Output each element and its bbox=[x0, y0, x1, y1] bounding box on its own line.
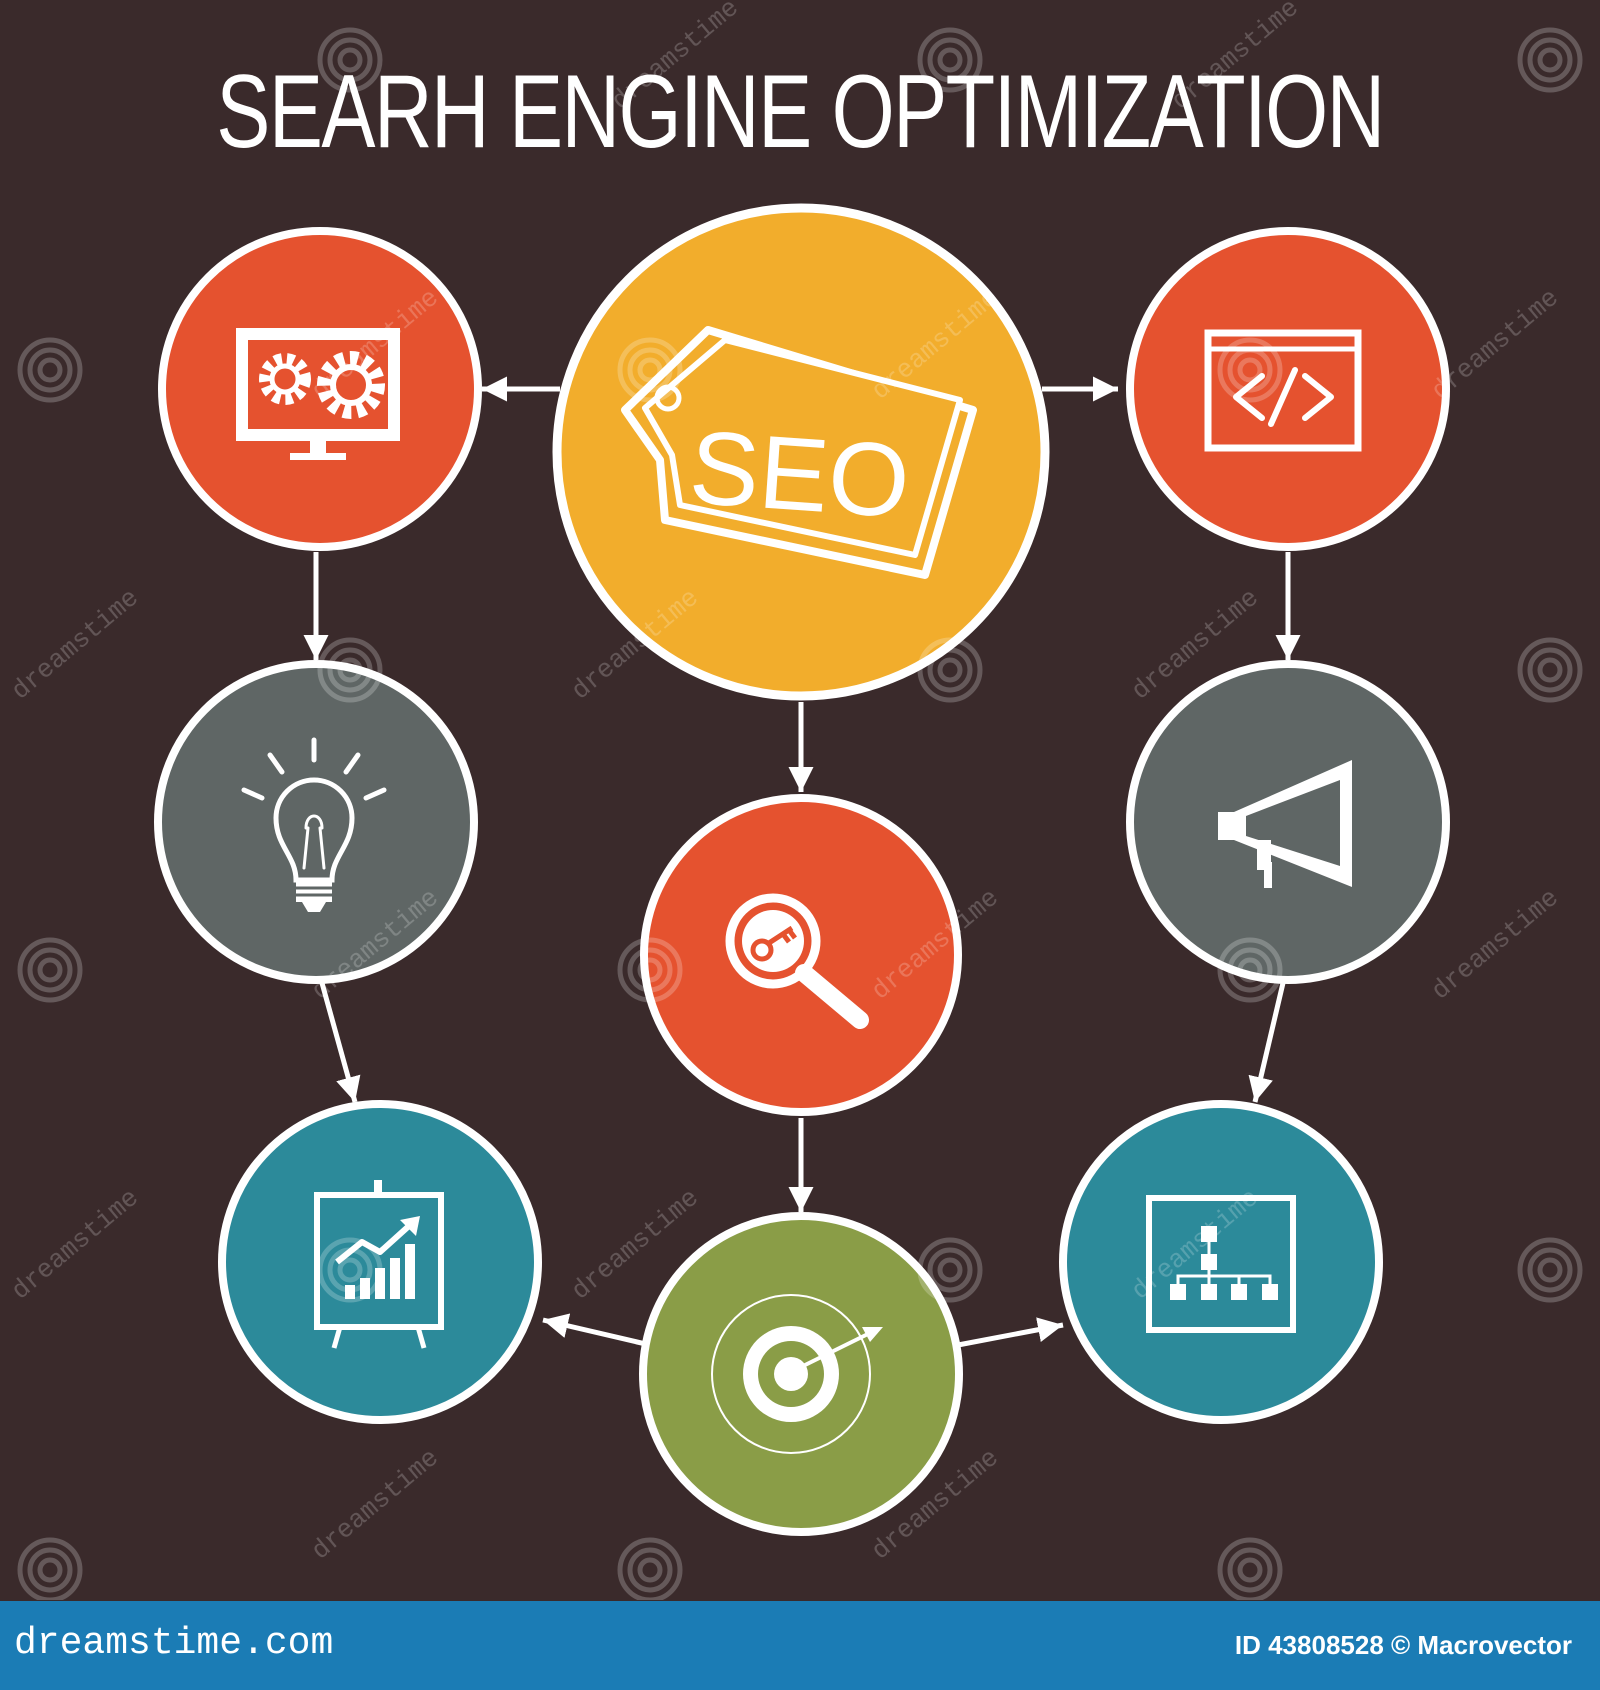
gears-monitor-icon bbox=[236, 328, 400, 460]
seo-label: SEO bbox=[686, 409, 913, 540]
watermark-spiral-icon bbox=[1517, 1237, 1583, 1303]
watermark-spiral-icon bbox=[317, 27, 383, 93]
watermark-text: dreamstime bbox=[306, 1443, 445, 1566]
watermark-text: dreamstime bbox=[6, 583, 145, 706]
light-bulb-icon bbox=[241, 737, 387, 912]
arrow-target-to-analytics bbox=[542, 1313, 651, 1348]
node-analytics bbox=[218, 1100, 542, 1424]
diagram-title: SEARH ENGINE OPTIMIZATION bbox=[216, 54, 1385, 170]
seo-tag-icon: SEO bbox=[621, 326, 977, 579]
node-idea bbox=[154, 660, 478, 984]
watermark-spiral-icon bbox=[917, 637, 983, 703]
node-target bbox=[639, 1212, 963, 1536]
watermark-spiral-icon bbox=[1517, 637, 1583, 703]
watermark-spiral-icon bbox=[17, 337, 83, 403]
watermark-text: dreamstime bbox=[1426, 883, 1565, 1006]
node-keyword-search-circle bbox=[640, 794, 962, 1116]
growth-chart-board-icon bbox=[314, 1180, 444, 1349]
watermark-spiral-icon bbox=[1217, 1537, 1283, 1600]
watermark-spiral-icon bbox=[317, 1237, 383, 1303]
watermark-spiral-icon bbox=[1517, 27, 1583, 93]
watermark-spiral-icon bbox=[917, 1237, 983, 1303]
footer-bar: dreamstime.com ID 43808528 © Macrovector bbox=[0, 1601, 1600, 1690]
node-promotion bbox=[1126, 660, 1450, 984]
watermark-spiral-icon bbox=[617, 337, 683, 403]
node-sitemap-circle bbox=[1059, 1100, 1383, 1424]
code-window-icon bbox=[1204, 329, 1362, 452]
node-code bbox=[1126, 227, 1450, 551]
watermark-spiral-icon bbox=[317, 637, 383, 703]
watermark-spiral-icon bbox=[917, 27, 983, 93]
arrow-target-to-sitemap bbox=[957, 1317, 1064, 1348]
center-node-seo: SEO bbox=[552, 203, 1050, 701]
connector-arrows bbox=[303, 376, 1301, 1348]
seo-diagram: SEO bbox=[6, 0, 1583, 1600]
watermark-spiral-icon bbox=[17, 937, 83, 1003]
watermark-spiral-icon bbox=[1217, 937, 1283, 1003]
key-magnifier-icon bbox=[725, 893, 869, 1029]
sitemap-icon bbox=[1146, 1195, 1296, 1333]
arrow-promotion-to-sitemap bbox=[1248, 982, 1286, 1103]
watermark-text: dreamstime bbox=[6, 1183, 145, 1306]
watermark-spiral-icon bbox=[17, 1537, 83, 1600]
node-idea-circle bbox=[154, 660, 478, 984]
watermark-text: dreamstime bbox=[1426, 283, 1565, 406]
watermark-spiral-icon bbox=[1217, 337, 1283, 403]
watermark-spiral-icon bbox=[617, 937, 683, 1003]
footer-image-id: ID 43808528 © Macrovector bbox=[1234, 1630, 1572, 1660]
node-sitemap bbox=[1059, 1100, 1383, 1424]
footer-site-link[interactable]: dreamstime.com bbox=[14, 1622, 334, 1665]
node-gears-monitor bbox=[158, 227, 482, 551]
target-arrow-icon bbox=[711, 1294, 883, 1454]
watermark-text: dreamstime bbox=[1166, 0, 1305, 116]
node-analytics-circle bbox=[218, 1100, 542, 1424]
watermark-spiral-icon bbox=[617, 1537, 683, 1600]
megaphone-icon bbox=[1218, 760, 1352, 888]
node-keyword-search bbox=[640, 794, 962, 1116]
arrow-idea-to-analytics bbox=[319, 982, 361, 1103]
watermark-text: dreamstime bbox=[606, 0, 745, 116]
